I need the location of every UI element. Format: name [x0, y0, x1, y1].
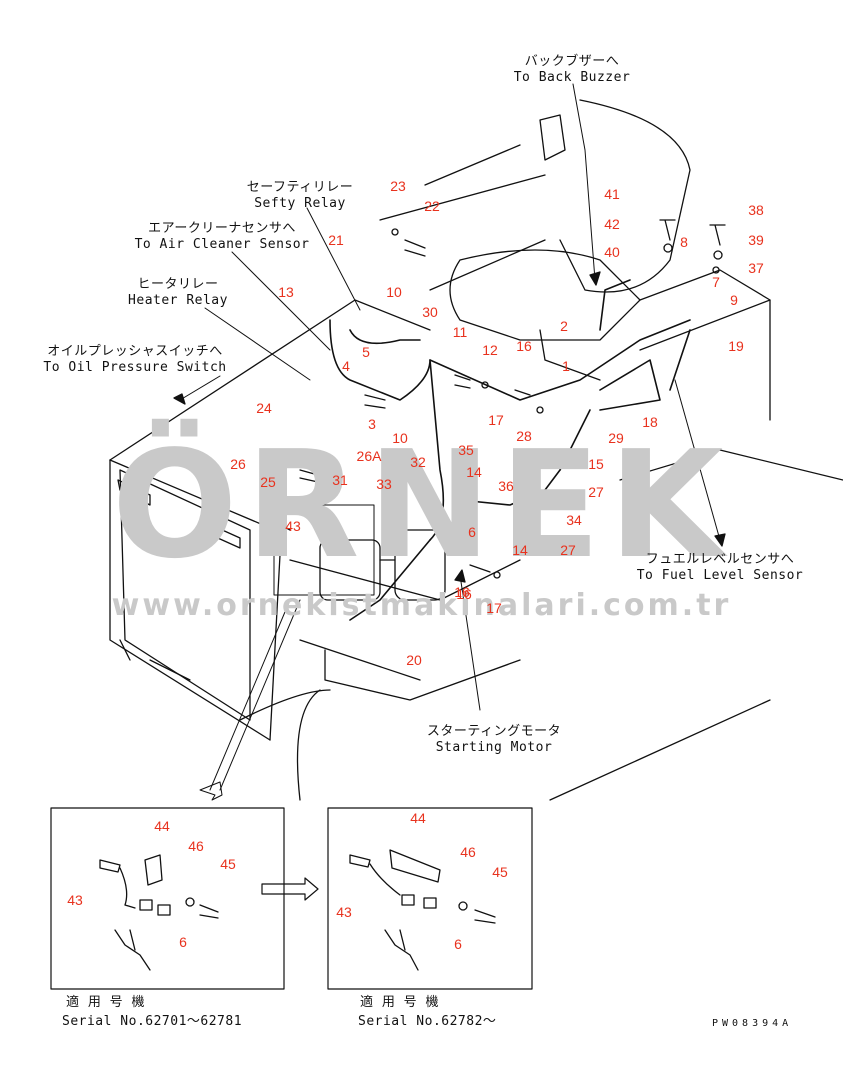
- callout: 6: [468, 524, 476, 540]
- callout: 6: [179, 934, 187, 950]
- callout: 31: [332, 472, 348, 488]
- inset-right-serial: Serial No.62782～: [358, 1014, 497, 1029]
- callout: 43: [336, 904, 352, 920]
- callout: 26A: [356, 448, 382, 464]
- caption-oil-pressure-jp: オイルプレッシャスイッチへ: [47, 344, 223, 359]
- callout: 45: [220, 856, 236, 872]
- callout: 11: [452, 324, 468, 340]
- drawing-code: PW08394A: [712, 1018, 793, 1029]
- callout: 5: [362, 344, 370, 360]
- callout: 24: [256, 400, 272, 416]
- callout: 26: [230, 456, 246, 472]
- callout: 27: [588, 484, 604, 500]
- callout: 43: [67, 892, 83, 908]
- callout: 38: [748, 202, 764, 218]
- callout: 17: [488, 412, 504, 428]
- operator-seat: [379, 99, 843, 801]
- callout: 41: [604, 186, 620, 202]
- caption-air-cleaner-en: To Air Cleaner Sensor: [134, 237, 310, 252]
- callout: 28: [516, 428, 532, 444]
- callout: 19: [728, 338, 744, 354]
- callout: 14: [512, 542, 528, 558]
- callout: 29: [608, 430, 624, 446]
- callout: 37: [748, 260, 764, 276]
- callout: 44: [410, 810, 426, 826]
- callout: 18: [642, 414, 658, 430]
- callout: 10: [392, 430, 408, 446]
- wire-harness: [329, 279, 691, 621]
- callout: 42: [604, 216, 620, 232]
- callout: 23: [390, 178, 406, 194]
- inset-left-parts: [99, 854, 219, 971]
- callout: 46: [460, 844, 476, 860]
- callout: 13: [278, 284, 294, 300]
- callout: 15: [588, 456, 604, 472]
- callout: 16: [516, 338, 532, 354]
- callout: 43: [285, 518, 301, 534]
- callout: 22: [424, 198, 440, 214]
- callout: 8: [680, 234, 688, 250]
- starter-motor: [319, 519, 461, 601]
- callout: 44: [154, 818, 170, 834]
- caption-starting-motor-jp: スターティングモータ: [426, 724, 562, 739]
- callout: 12: [482, 342, 498, 358]
- inset-box-left: [50, 807, 285, 990]
- callout: 30: [422, 304, 438, 320]
- callout: 39: [748, 232, 764, 248]
- callout: 36: [498, 478, 514, 494]
- inset-box-right: [327, 807, 533, 990]
- detail-box: [273, 504, 375, 596]
- caption-air-cleaner-jp: エアークリーナセンサへ: [148, 221, 296, 236]
- callout: 46: [188, 838, 204, 854]
- fasteners: [284, 219, 726, 579]
- callout: 7: [712, 274, 720, 290]
- caption-starting-motor-en: Starting Motor: [435, 740, 553, 755]
- caption-back-buzzer-en: To Back Buzzer: [513, 70, 631, 85]
- callout: 40: [604, 244, 620, 260]
- callout: 45: [492, 864, 508, 880]
- callout: 33: [376, 476, 392, 492]
- callout: 9: [730, 292, 738, 308]
- callout: 35: [458, 442, 474, 458]
- callout: 25: [260, 474, 276, 490]
- inset-right-label: 適 用 号 機: [360, 995, 439, 1010]
- caption-back-buzzer-jp: バックブザーへ: [524, 54, 620, 69]
- caption-fuel-level-jp: フュエルレベルセンサへ: [645, 552, 795, 567]
- inset-left-label: 適 用 号 機: [66, 995, 145, 1010]
- arrow-heads: [173, 271, 726, 583]
- caption-oil-pressure-en: To Oil Pressure Switch: [43, 360, 227, 375]
- inset-left-serial: Serial No.62701～62781: [62, 1014, 243, 1029]
- callout: 4: [342, 358, 350, 374]
- callout: 34: [566, 512, 582, 528]
- callout: 21: [328, 232, 344, 248]
- leader-lines: [179, 83, 721, 791]
- callout: 20: [406, 652, 422, 668]
- caption-heater-relay-jp: ヒータリレー: [137, 277, 219, 292]
- caption-fuel-level-en: To Fuel Level Sensor: [636, 568, 804, 583]
- caption-heater-relay-en: Heater Relay: [128, 293, 228, 308]
- callout: 2: [560, 318, 568, 334]
- transition-arrow: [261, 877, 319, 901]
- callout: 16: [456, 586, 472, 602]
- callout: 16: [454, 584, 470, 600]
- callout: 27: [560, 542, 576, 558]
- inset-pointer-arrow: [199, 781, 223, 801]
- callout: 6: [454, 936, 462, 952]
- callout: 10: [386, 284, 402, 300]
- callout: 32: [410, 454, 426, 470]
- callout: 14: [466, 464, 482, 480]
- caption-safety-relay-jp: セーフティリレー: [246, 180, 354, 195]
- callout: 1: [562, 358, 570, 374]
- callout: 17: [486, 600, 502, 616]
- inset-right-parts: [349, 849, 496, 971]
- caption-safety-relay-en: Sefty Relay: [254, 196, 346, 211]
- callout: 3: [368, 416, 376, 432]
